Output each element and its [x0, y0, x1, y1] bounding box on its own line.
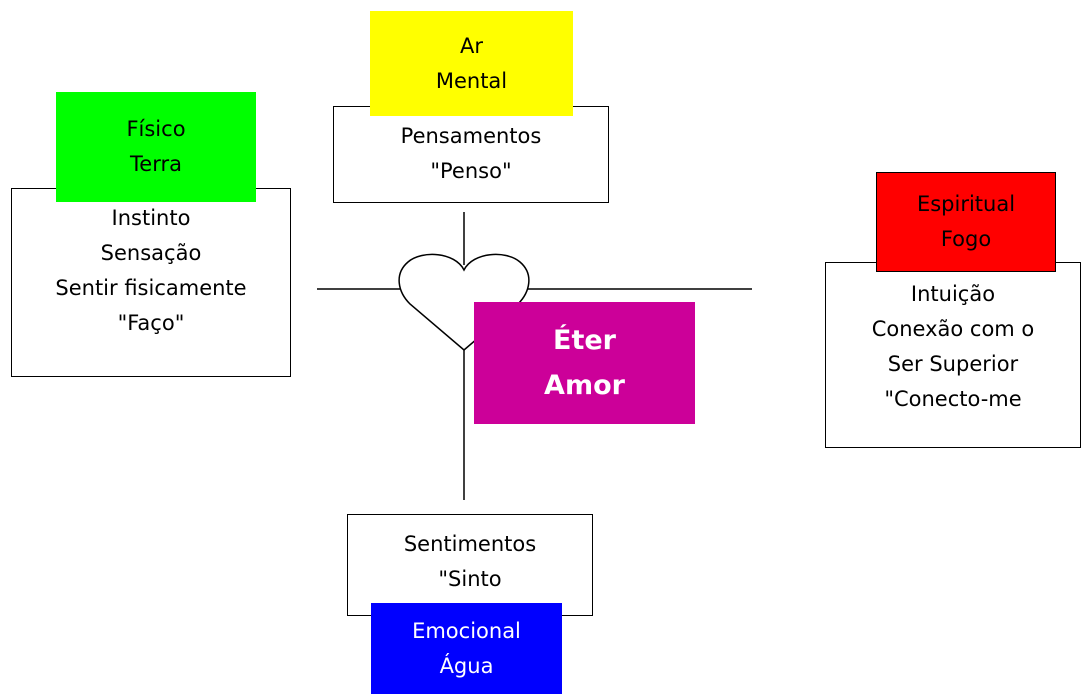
fisico-tag: Físico Terra [56, 92, 256, 202]
fisico-line-3: Sentir fisicamente [55, 276, 247, 300]
espiritual-line-3: Ser Superior [887, 352, 1019, 376]
mental-tag-line-1: Ar [460, 33, 483, 58]
mental-line-1: Pensamentos [400, 124, 542, 148]
eter-box: Éter Amor [474, 302, 695, 424]
espiritual-line-4: "Conecto-me [884, 387, 1022, 411]
espiritual-line-2: Conexão com o [871, 317, 1035, 341]
emocional-box: Sentimentos "Sinto [347, 514, 593, 616]
espiritual-tag: Espiritual Fogo [876, 172, 1056, 272]
emocional-line-2: "Sinto [438, 567, 502, 591]
espiritual-box: Intuição Conexão com o Ser Superior "Con… [825, 262, 1081, 448]
mental-line-2: "Penso" [430, 159, 512, 183]
espiritual-line-1: Intuição [910, 282, 996, 306]
mental-tag: Ar Mental [370, 11, 573, 116]
eter-line-1: Éter [553, 325, 616, 356]
espiritual-tag-line-1: Espiritual [916, 192, 1016, 216]
fisico-line-1: Instinto [111, 206, 191, 230]
eter-line-2: Amor [544, 370, 625, 401]
heart-shape [398, 253, 530, 351]
mental-tag-line-2: Mental [435, 68, 508, 93]
mental-box: Pensamentos "Penso" [333, 106, 609, 203]
emocional-tag-line-2: Água [439, 653, 494, 678]
emocional-tag-line-1: Emocional [412, 618, 521, 643]
fisico-line-2: Sensação [100, 241, 202, 265]
fisico-tag-line-1: Físico [126, 117, 186, 141]
fisico-tag-line-2: Terra [130, 152, 182, 176]
fisico-box: Instinto Sensação Sentir fisicamente "Fa… [11, 188, 291, 377]
fisico-line-4: "Faço" [117, 311, 185, 335]
emocional-tag: Emocional Água [371, 603, 562, 694]
emocional-line-1: Sentimentos [403, 532, 537, 556]
espiritual-tag-line-2: Fogo [940, 227, 992, 251]
